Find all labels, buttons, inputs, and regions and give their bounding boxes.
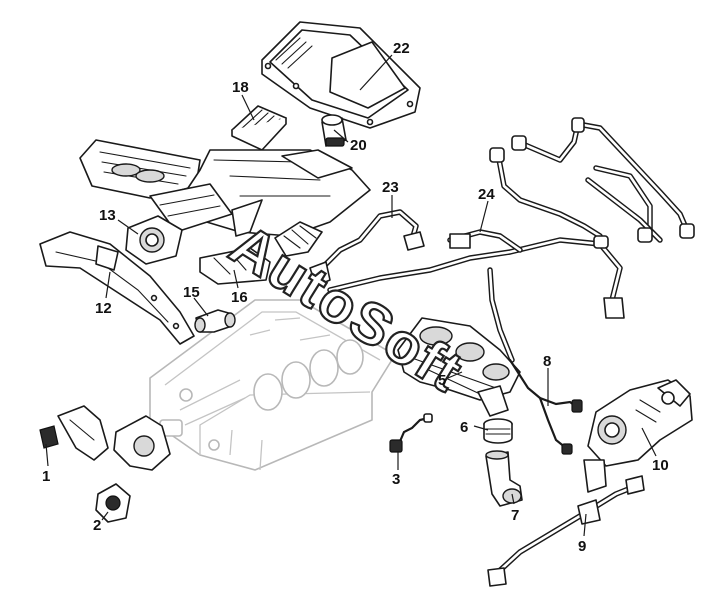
callout-22: 22: [393, 40, 410, 57]
part-22-air-filter-cover: [261, 21, 421, 129]
callout-16: 16: [231, 289, 248, 306]
callout-9: 9: [578, 538, 586, 555]
part-24-hose-harness: [327, 229, 625, 363]
callout-7: 7: [511, 507, 519, 524]
callout-18: 18: [232, 79, 249, 96]
callout-20: 20: [350, 137, 367, 154]
engine-block-ghost: [149, 299, 396, 471]
part-23-vacuum-line: [309, 209, 425, 287]
part-5-exhaust-manifold: [397, 317, 521, 417]
part-1-small-bracket: [39, 405, 109, 461]
intake-duct-hose: [274, 221, 323, 257]
water-pump: [113, 415, 171, 471]
callout-24: 24: [478, 186, 495, 203]
callout-8: 8: [543, 353, 551, 370]
part-7-down-pipe: [485, 450, 523, 507]
part-9-exhaust-tube: [487, 475, 645, 587]
part-20-sensor: [321, 114, 347, 147]
callout-12: 12: [95, 300, 112, 317]
callout-2: 2: [93, 517, 101, 534]
callout-labels: 1 2 3 5 6 7 8 9 10 12 13 15 16 18 20 22 …: [42, 40, 669, 555]
callout-3: 3: [392, 471, 400, 488]
part-6-clamp-ring: [483, 418, 513, 444]
callout-6: 6: [460, 419, 468, 436]
callout-15: 15: [183, 284, 200, 301]
callout-23: 23: [382, 179, 399, 196]
intake-manifold: [79, 139, 371, 285]
part-15-small-hose: [194, 309, 236, 333]
part-13-throttle-body: [125, 215, 183, 265]
part-2-mount: [95, 483, 131, 523]
part-12-heat-shield: [39, 231, 195, 345]
part-3-sensor: [389, 413, 433, 453]
part-10-turbocharger: [583, 379, 693, 493]
callout-5: 5: [438, 372, 446, 389]
part-18-filter-element: [231, 105, 287, 151]
coolant-pipes: [489, 117, 695, 249]
part-8-oxygen-sensor: [508, 358, 583, 455]
callout-13: 13: [99, 207, 116, 224]
callout-10: 10: [652, 457, 669, 474]
leader-lines: [45, 54, 657, 537]
callout-1: 1: [42, 468, 50, 485]
